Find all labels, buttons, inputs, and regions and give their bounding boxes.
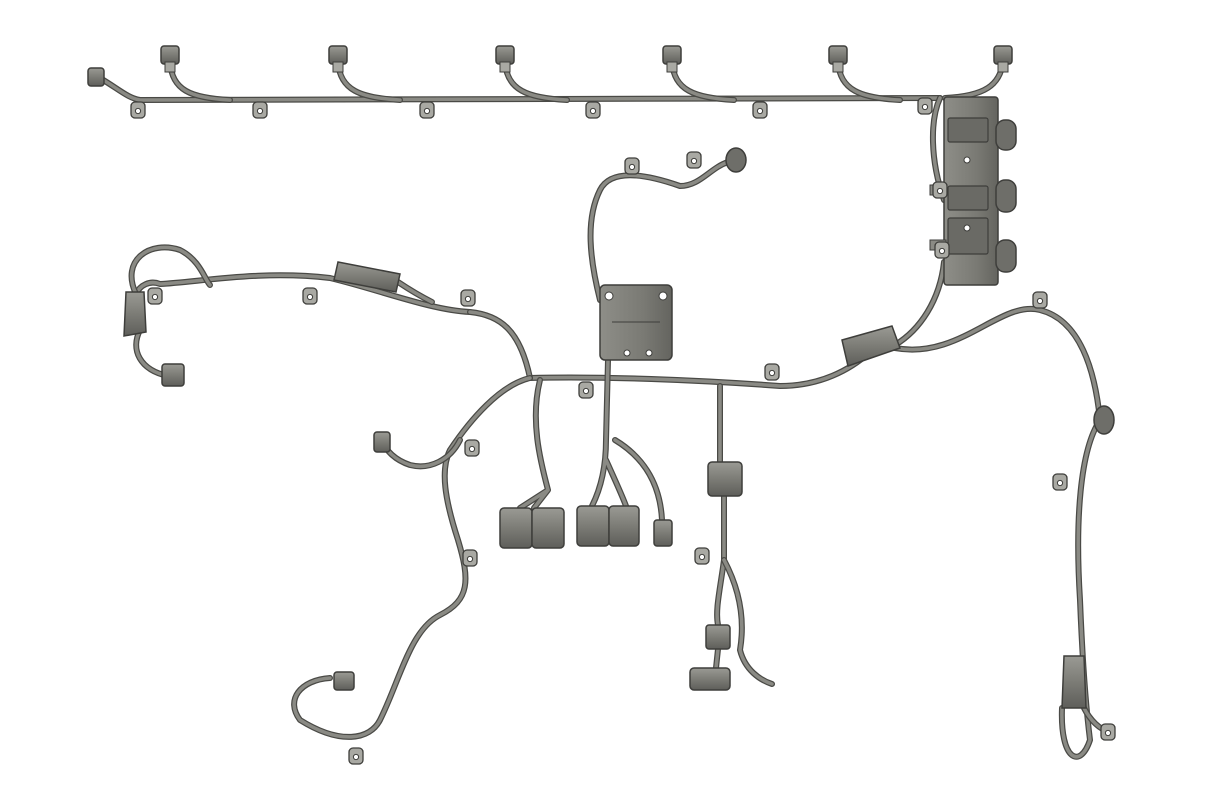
bracket-drop	[590, 358, 628, 508]
center-left-drop	[292, 376, 532, 739]
mounting-clip	[932, 181, 948, 199]
mounting-clip	[694, 547, 710, 565]
left-loop	[129, 245, 212, 296]
mounting-clip	[752, 101, 768, 119]
injector-lead-6	[943, 60, 1005, 100]
dual-connector-housing-right	[576, 505, 640, 547]
center-left-drop-edge	[291, 375, 533, 740]
injector-connector	[662, 45, 682, 73]
mounting-clip	[764, 363, 780, 381]
mounting-clip	[464, 439, 480, 457]
mounting-clip	[302, 287, 318, 305]
top-branch-edge	[587, 159, 731, 303]
to-dual-left	[518, 378, 550, 510]
mounting-clip	[917, 97, 933, 115]
injector-connectors	[160, 45, 1013, 73]
mounting-clip	[348, 747, 364, 765]
sensor-connector-center-right	[841, 325, 901, 367]
mounting-clip	[578, 381, 594, 399]
main-trunk-top	[98, 76, 942, 102]
bottom-conn-lead	[714, 647, 720, 670]
mounting-clip	[686, 151, 702, 169]
injector-connector	[828, 45, 848, 73]
mounting-clip	[462, 549, 478, 567]
mounting-clip	[624, 157, 640, 175]
to-small-conn	[613, 438, 664, 522]
connector-parts	[87, 67, 1115, 709]
mounting-clip	[460, 289, 476, 307]
sensor-connector-mid-left	[373, 431, 391, 453]
mounting-clip	[252, 101, 268, 119]
injector-connector	[993, 45, 1013, 73]
mounting-clip	[419, 101, 435, 119]
sensor-connector-upper-mid	[333, 261, 401, 293]
injector-connector	[160, 45, 180, 73]
fuse-box	[707, 461, 743, 497]
mounting-clip	[585, 101, 601, 119]
mounting-clip	[147, 287, 163, 305]
main-trunk-mid	[528, 350, 872, 388]
injector-connector	[495, 45, 515, 73]
injector-connector	[328, 45, 348, 73]
grommet-top	[725, 147, 747, 173]
mounting-clips	[130, 97, 1116, 765]
sensor-connector-bottom-left	[333, 671, 355, 691]
fuse-loop	[722, 558, 774, 686]
sensor-connector-bottom-center	[689, 624, 731, 691]
sensor-connector-left-upper	[123, 291, 147, 337]
to-dual-left-edge	[517, 377, 551, 511]
sensor-arrow	[396, 280, 434, 304]
left-lower-lead	[134, 328, 170, 378]
sensor-connector-top-left	[87, 67, 105, 87]
block-down	[893, 260, 946, 347]
injector-lead-1-edge	[167, 59, 233, 103]
mounting-clip	[1100, 723, 1116, 741]
grommet-right	[1093, 405, 1115, 435]
mounting-clip	[130, 101, 146, 119]
mounting-clip	[1032, 291, 1048, 309]
mounting-bracket	[599, 284, 673, 361]
sensor-connector-left-lower	[161, 363, 185, 387]
mounting-clip	[1052, 473, 1068, 491]
left-to-center	[468, 310, 532, 380]
right-loop	[893, 307, 1102, 422]
dual-connector-housing-left	[499, 507, 565, 549]
top-branch	[588, 160, 730, 302]
block-down-edge	[892, 259, 947, 348]
sensor-connector-right-pigtail	[1061, 655, 1087, 709]
sensor-connector-branch-small	[653, 519, 673, 547]
mounting-clip	[934, 241, 950, 259]
left-upper-branch	[134, 273, 472, 314]
